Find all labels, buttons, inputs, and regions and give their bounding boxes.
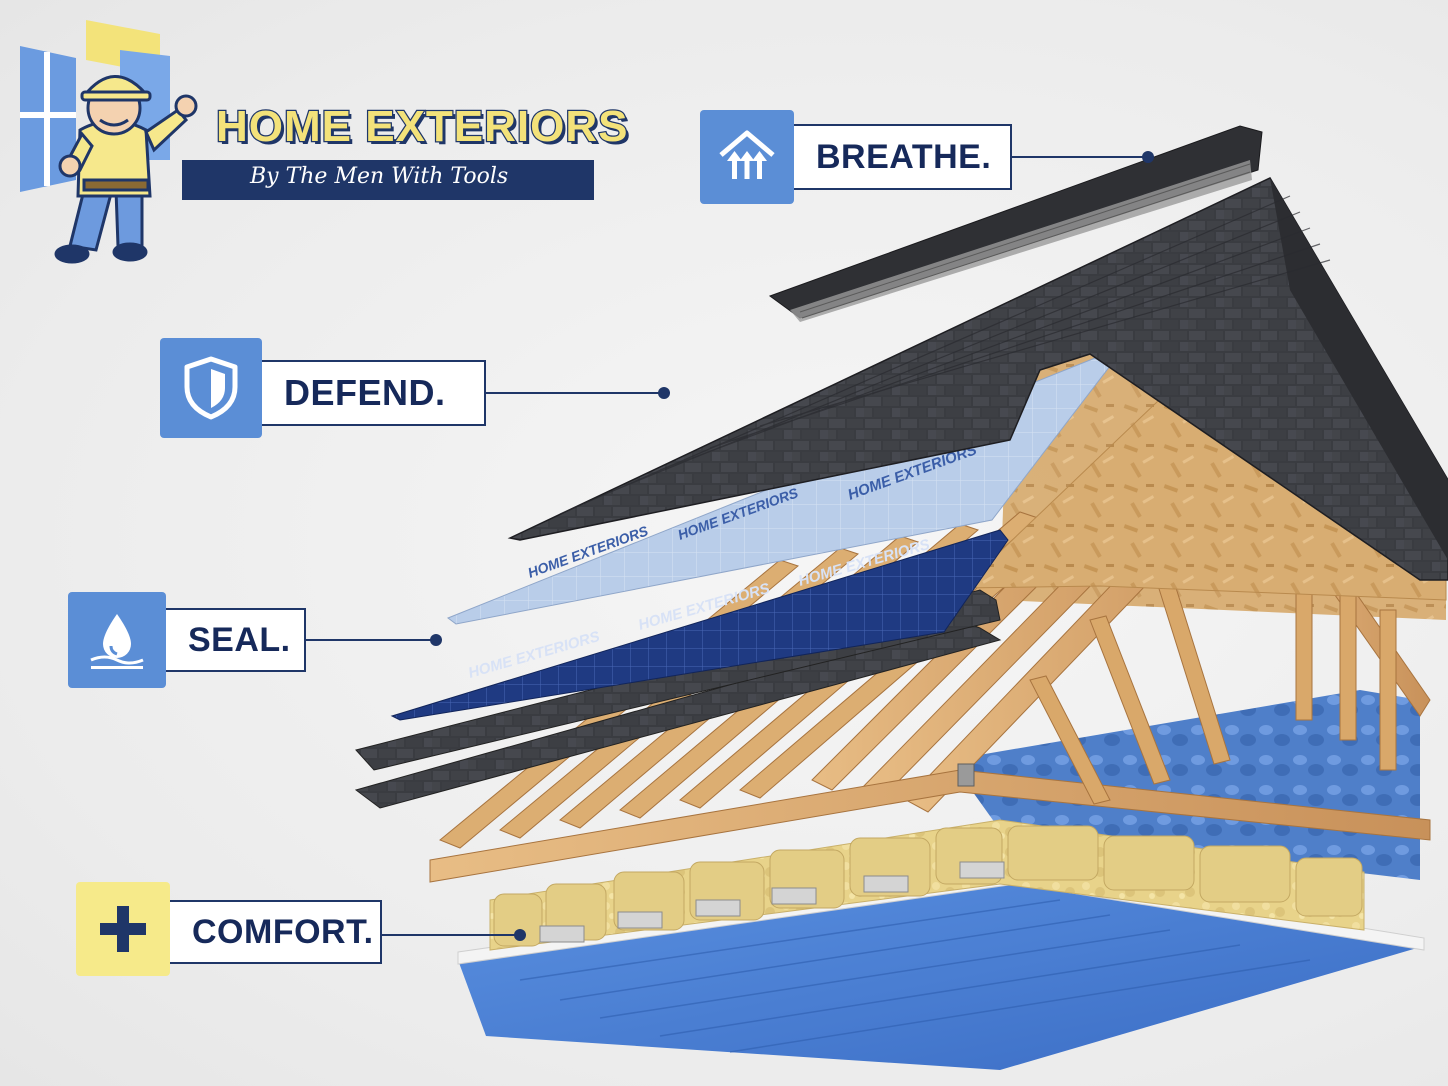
breathe-connector-dot <box>1142 151 1154 163</box>
breathe-icon-tile <box>700 110 794 204</box>
seal-label: SEAL. <box>166 608 306 672</box>
plus-icon <box>100 906 146 952</box>
breathe-label: BREATHE. <box>794 124 1012 190</box>
seal-icon-tile <box>68 592 166 688</box>
defend-icon-tile <box>160 338 262 438</box>
shield-icon <box>184 356 238 420</box>
defend-connector-dot <box>658 387 670 399</box>
ridge-vent <box>768 125 1263 322</box>
defend-label: DEFEND. <box>262 360 486 426</box>
brand-tagline: By The Men With Tools <box>250 164 509 189</box>
comfort-connector-dot <box>514 929 526 941</box>
defend-connector <box>486 392 662 394</box>
seal-connector-dot <box>430 634 442 646</box>
comfort-connector <box>382 934 518 936</box>
seal-connector <box>306 639 434 641</box>
comfort-label: COMFORT. <box>170 900 382 964</box>
joist-clips <box>539 861 1005 943</box>
brand-title: HOME EXTERIORS <box>215 101 629 153</box>
water-drop-icon <box>90 614 144 669</box>
roof-vent-arrows-icon <box>719 130 775 179</box>
comfort-icon-tile <box>76 882 170 976</box>
brand-banner <box>182 160 594 200</box>
shingle-roof <box>507 177 1448 581</box>
breathe-connector <box>1012 156 1148 158</box>
